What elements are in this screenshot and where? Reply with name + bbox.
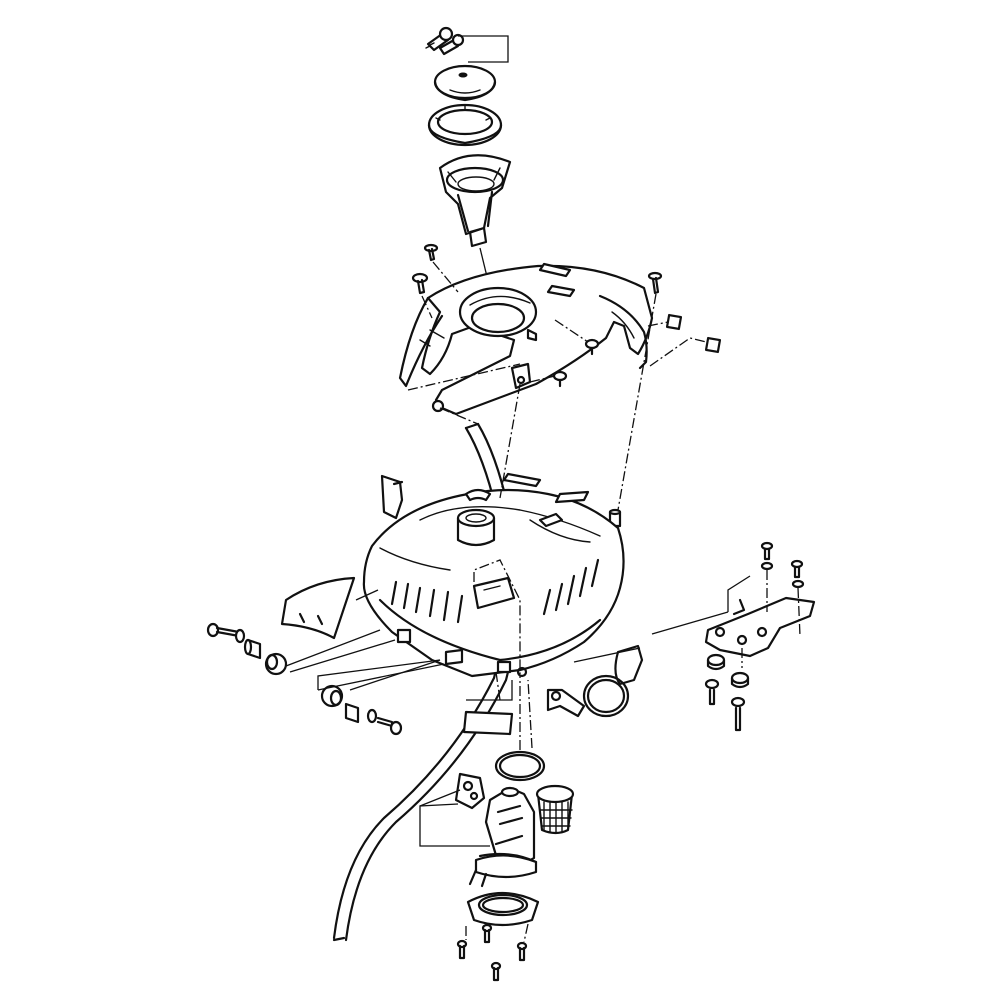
- pump-filter-strainer: [535, 784, 575, 835]
- fuel-cap: [433, 64, 497, 102]
- tank-side-pad: [280, 576, 356, 640]
- pump-bracket-leader: [419, 803, 490, 847]
- damper-grommet-1: [706, 653, 726, 671]
- keys-leader: [458, 35, 509, 63]
- grommet-lower: [320, 684, 344, 708]
- damper-grommet-2: [730, 671, 750, 689]
- fuel-tank: [362, 472, 625, 678]
- fuel-pump: [468, 786, 538, 888]
- hose-clamp: [582, 674, 630, 718]
- cover-bolt-top: [423, 243, 439, 262]
- right-bolt-axis: [617, 293, 657, 511]
- fuel-level-sender: [454, 772, 486, 810]
- cover-screw-center: [584, 338, 600, 356]
- rear-mount-bracket: [704, 596, 816, 658]
- collar-lower: [344, 702, 360, 724]
- warning-label: [462, 710, 514, 736]
- bracket-washer-1: [760, 561, 774, 571]
- bracket-bolt-1: [760, 541, 774, 561]
- cover-bolt-right: [647, 271, 663, 295]
- bracket-bolt-3: [704, 678, 720, 706]
- filler-neck: [438, 154, 512, 248]
- cover-screw-lower: [552, 370, 568, 388]
- mount-bolt-lower: [376, 716, 403, 736]
- bracket-bolt-2: [790, 559, 804, 579]
- collar-left: [243, 638, 262, 660]
- quick-connector: [546, 688, 586, 718]
- mount-bolt-left: [206, 622, 241, 638]
- grommet-left: [264, 652, 288, 676]
- pump-base-gasket: [466, 892, 540, 927]
- bracket-bolt-4: [730, 696, 746, 732]
- cover-bolt-left: [411, 272, 429, 295]
- hose-bracket: [614, 644, 644, 686]
- washer-lower: [366, 708, 378, 724]
- bracket-washer-2: [791, 579, 805, 589]
- pump-o-ring: [494, 750, 546, 782]
- clip-nut-1: [665, 313, 683, 331]
- ignition-keys: [425, 26, 465, 56]
- cap-ring-gasket: [427, 103, 503, 147]
- washer-left: [234, 628, 246, 644]
- pump-mount-bolts: [456, 923, 528, 982]
- assembly-axis-1: [407, 363, 521, 391]
- clip-nut-2: [704, 336, 722, 354]
- tank-top-cover: [398, 262, 654, 416]
